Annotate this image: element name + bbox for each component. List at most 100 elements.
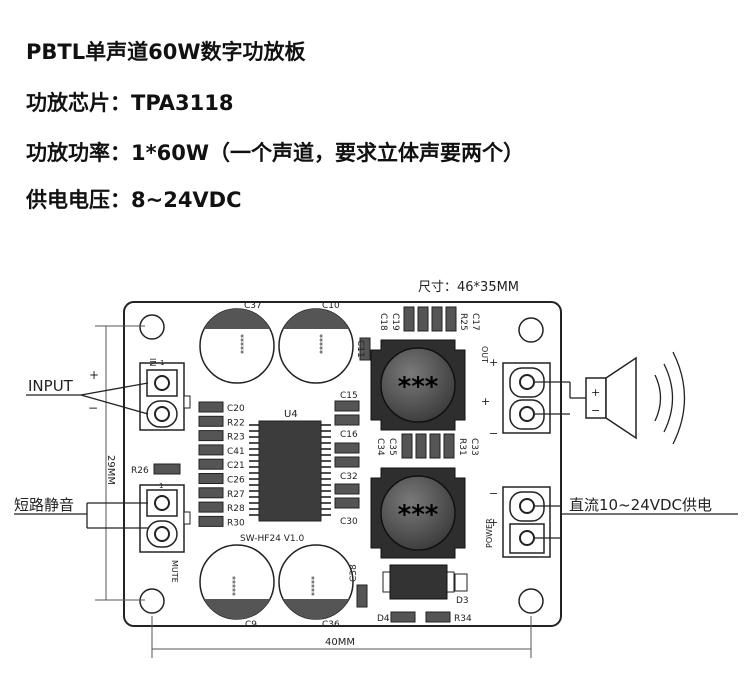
height-dim-label: 29MM bbox=[105, 455, 116, 485]
label-c10: C10 bbox=[322, 301, 340, 311]
capacitor-c36: ***** bbox=[278, 544, 354, 620]
smd-r30 bbox=[198, 515, 224, 527]
input-pin1 bbox=[154, 375, 170, 391]
power-wires bbox=[534, 505, 738, 539]
label-c32: C32 bbox=[340, 472, 358, 482]
silk-pin-one-mute: 1 bbox=[159, 482, 163, 490]
capacitor-c10: ***** bbox=[278, 308, 354, 384]
silk-power: POWER bbox=[485, 518, 494, 548]
power-pin1 bbox=[519, 498, 535, 514]
input-minus-sign: − bbox=[88, 401, 98, 415]
label-c11: C11 bbox=[355, 340, 365, 358]
label-c19: C19 bbox=[390, 313, 400, 331]
input-plus-sign: + bbox=[89, 368, 99, 382]
mounting-hole-br bbox=[518, 588, 544, 614]
inductor-top-mark: *** bbox=[398, 372, 439, 402]
label-r26: R26 bbox=[131, 466, 149, 476]
label-r30: R30 bbox=[227, 518, 245, 528]
mounting-hole-tr bbox=[518, 317, 544, 343]
smd-c41 bbox=[198, 444, 224, 456]
spec-chip-value: TPA3118 bbox=[131, 91, 234, 115]
smd-mid-2 bbox=[334, 456, 360, 468]
label-u4: U4 bbox=[284, 409, 298, 420]
smd-c21 bbox=[198, 458, 224, 470]
capacitor-c36-mark: ***** bbox=[310, 576, 319, 596]
label-c20: C20 bbox=[227, 404, 245, 414]
label-r23: R23 bbox=[227, 433, 245, 443]
silk-pin-one-in: 1 bbox=[160, 359, 164, 367]
smd-mid-3 bbox=[334, 483, 360, 495]
input-pin2 bbox=[154, 406, 170, 422]
label-c16: C16 bbox=[340, 430, 358, 440]
silk-mute: MUTE bbox=[170, 560, 179, 583]
resistor-r34 bbox=[425, 611, 451, 623]
label-c37: C37 bbox=[244, 301, 262, 311]
label-r28: R28 bbox=[227, 504, 245, 514]
spec-power: 功放功率：1*60W（一个声道，要求立体声要两个） bbox=[26, 137, 524, 167]
out-minus-sign: − bbox=[489, 427, 498, 440]
label-c33: C33 bbox=[469, 438, 479, 456]
smd-r23 bbox=[198, 430, 224, 442]
label-c9: C9 bbox=[245, 620, 257, 630]
mute-wires bbox=[14, 502, 148, 529]
input-label: INPUT bbox=[28, 377, 74, 395]
capacitor-c11 bbox=[359, 337, 371, 361]
label-c41: C41 bbox=[227, 447, 245, 457]
label-c18: C18 bbox=[378, 313, 388, 331]
mid-smd-row bbox=[401, 433, 455, 459]
capacitor-c10-mark: ***** bbox=[315, 334, 324, 354]
spec-voltage: 供电电压：8~24VDC bbox=[26, 184, 242, 214]
inductor-top: *** bbox=[370, 339, 466, 431]
top-smd-row bbox=[403, 306, 457, 332]
label-r27: R27 bbox=[227, 490, 245, 500]
spec-chip-label: 功放芯片： bbox=[26, 91, 131, 115]
size-label: 尺寸：46*35MM bbox=[418, 280, 519, 295]
label-c36: C36 bbox=[322, 620, 340, 630]
out-plus-inner: + bbox=[481, 395, 490, 408]
power-plus-sign: + bbox=[489, 516, 498, 529]
dimension-width bbox=[151, 616, 532, 658]
label-d3: D3 bbox=[456, 596, 469, 606]
label-c21: C21 bbox=[227, 461, 245, 471]
capacitor-c16 bbox=[334, 414, 360, 426]
power-pin2 bbox=[519, 530, 535, 546]
inductor-bottom-mark: *** bbox=[398, 500, 439, 530]
label-c35: C35 bbox=[387, 438, 397, 456]
capacitor-c37-mark: ***** bbox=[236, 334, 245, 354]
smd-r28 bbox=[198, 501, 224, 513]
label-c15: C15 bbox=[340, 391, 358, 401]
spec-chip: 功放芯片：TPA3118 bbox=[26, 87, 234, 117]
silk-in: IN bbox=[148, 358, 157, 366]
label-d4: D4 bbox=[377, 614, 390, 624]
speaker-icon bbox=[585, 351, 686, 445]
smd-r27 bbox=[198, 487, 224, 499]
speaker-minus: − bbox=[591, 404, 600, 417]
power-label: 直流10~24VDC供电 bbox=[569, 496, 712, 514]
resistor-r26 bbox=[153, 463, 181, 475]
capacitor-c37: ***** bbox=[199, 308, 275, 384]
label-c38: C38 bbox=[349, 564, 359, 582]
out-pin2 bbox=[519, 406, 535, 422]
diode-d3 bbox=[382, 564, 468, 600]
speaker-wires bbox=[534, 381, 586, 415]
chip-u4 bbox=[249, 420, 331, 522]
capacitor-c9-mark: ***** bbox=[231, 576, 240, 596]
smd-c26 bbox=[198, 473, 224, 484]
label-c17: C17 bbox=[470, 313, 480, 331]
diode-d4 bbox=[390, 611, 416, 623]
silk-out: OUT bbox=[480, 346, 489, 363]
spec-title: PBTL单声道60W数字功放板 bbox=[26, 36, 306, 66]
out-plus-sign: + bbox=[489, 356, 498, 369]
label-r25: R25 bbox=[458, 313, 468, 331]
spec-power-label: 功放功率： bbox=[26, 141, 131, 165]
spec-voltage-label: 供电电压： bbox=[26, 188, 131, 212]
smd-c20 bbox=[198, 401, 224, 413]
mute-connector-tab bbox=[183, 511, 191, 525]
mounting-hole-bl bbox=[139, 588, 165, 614]
smd-mid-1 bbox=[334, 442, 360, 454]
input-connector-tab bbox=[183, 395, 191, 409]
spec-title-text: PBTL单声道60W数字功放板 bbox=[26, 40, 306, 64]
capacitor-c30 bbox=[334, 497, 360, 509]
